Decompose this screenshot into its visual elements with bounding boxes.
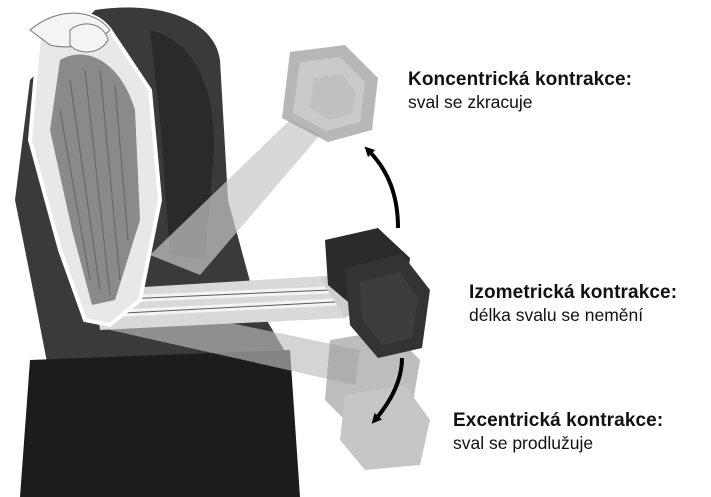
arrow-up: [368, 150, 398, 228]
eccentric-label: Excentrická kontrakce: sval se prodlužuj…: [453, 409, 663, 454]
isometric-title: Izometrická kontrakce:: [469, 281, 677, 304]
concentric-description: sval se zkracuje: [408, 91, 632, 113]
isometric-description: délka svalu se nemění: [469, 304, 677, 326]
eccentric-description: sval se prodlužuje: [453, 432, 663, 454]
isometric-label: Izometrická kontrakce: délka svalu se ne…: [469, 281, 677, 326]
concentric-title: Koncentrická kontrakce:: [408, 68, 632, 91]
eccentric-title: Excentrická kontrakce:: [453, 409, 663, 432]
concentric-label: Koncentrická kontrakce: sval se zkracuje: [408, 68, 632, 113]
shorts: [20, 350, 300, 497]
